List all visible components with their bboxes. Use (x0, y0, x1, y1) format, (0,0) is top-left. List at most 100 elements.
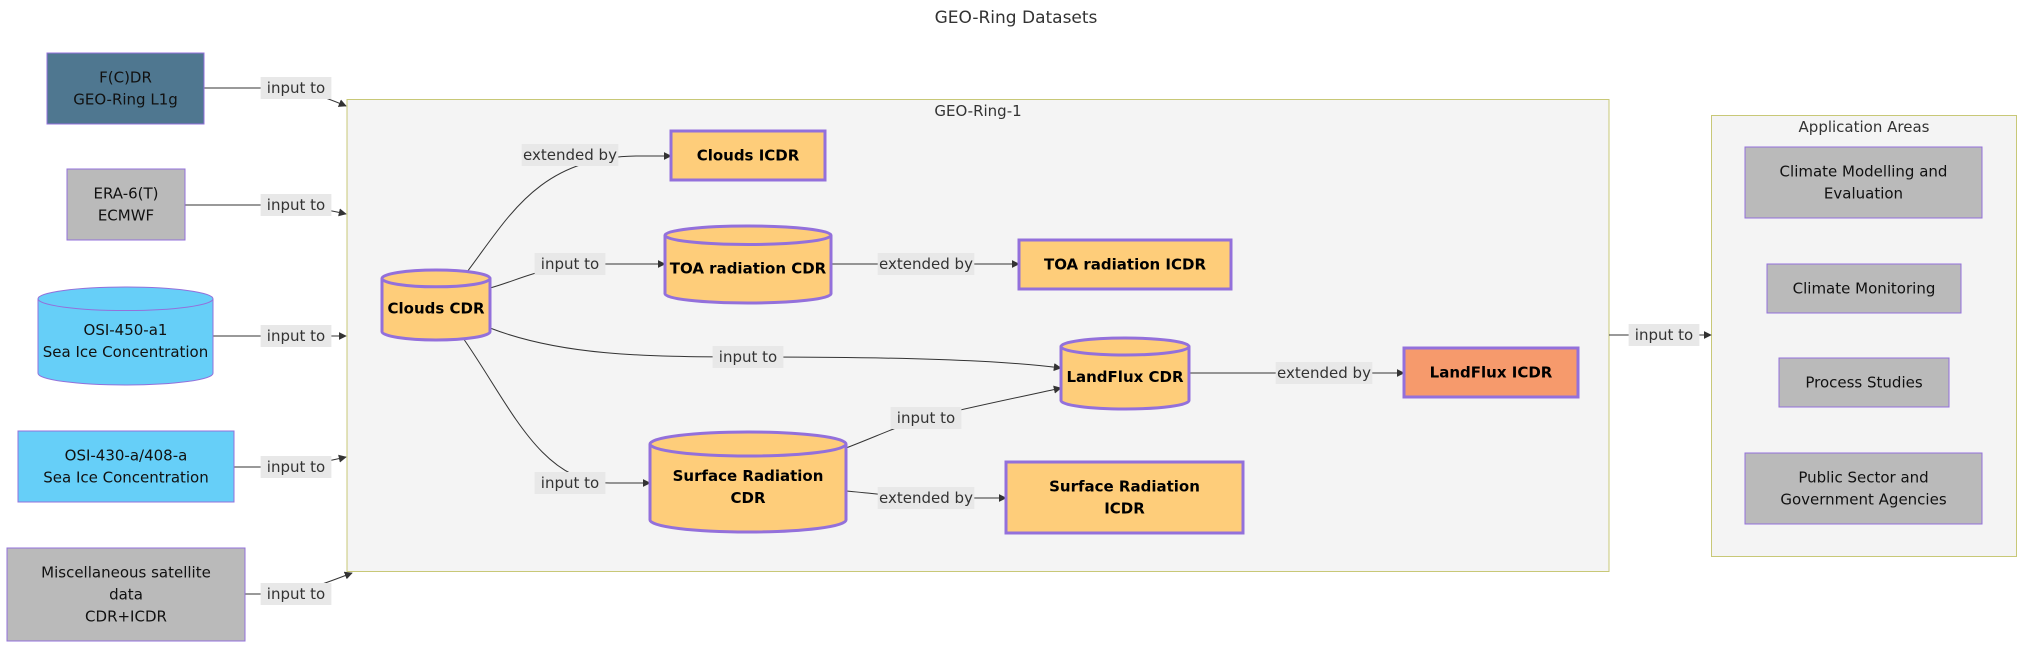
node-label: CDR+ICDR (85, 608, 167, 626)
node-label: LandFlux CDR (1066, 368, 1184, 386)
node-label: TOA radiation ICDR (1044, 256, 1206, 274)
box-shape (46, 52, 205, 125)
edge-label-background (260, 456, 332, 478)
node-label: ECMWF (98, 207, 154, 225)
edge-label-background (260, 77, 332, 99)
edge-label-text: input to (541, 255, 599, 273)
edge-labels-layer: input to input to input to input to input to… (260, 77, 1700, 605)
box-shape (6, 547, 246, 642)
cluster-geo-ring-1-box (346, 99, 1610, 572)
box-shape (669, 129, 827, 182)
edge-label-fcdr: input to (260, 77, 332, 99)
edge-label-background (534, 472, 606, 494)
node-label: Surface Radiation (1049, 478, 1200, 496)
box-shape (17, 430, 235, 503)
node-label: Evaluation (1824, 185, 1903, 203)
box-shape (1744, 452, 1983, 525)
box-shape (1778, 357, 1950, 408)
box-shape (1744, 146, 1983, 219)
box-shape (1766, 263, 1962, 314)
node-label: OSI-430-a/408-a (65, 447, 188, 465)
node-label: Miscellaneous satellite (41, 564, 211, 582)
edge-label-text: input to (267, 327, 325, 345)
edge-label-clouds-cdr-to-landflux-cdr: input to (712, 346, 784, 368)
edge-label-misc: input to (260, 583, 332, 605)
node-landflux-icdr[interactable]: LandFlux ICDR (1402, 346, 1580, 399)
edge-label-text: extended by (1277, 364, 1371, 382)
node-toa-cdr[interactable]: TOA radiation CDR (663, 224, 833, 305)
node-label: Process Studies (1805, 374, 1922, 392)
node-label: data (109, 586, 143, 604)
edge-label-background (534, 253, 606, 275)
edge-label-background (1275, 362, 1373, 384)
edge-label-text: input to (267, 196, 325, 214)
node-label: Sea Ice Concentration (43, 469, 209, 487)
node-label: Public Sector and (1798, 469, 1928, 487)
box-shape (1402, 346, 1580, 399)
node-landflux-cdr[interactable]: LandFlux CDR (1059, 336, 1191, 411)
box-shape (1017, 238, 1233, 291)
node-label: Government Agencies (1780, 491, 1946, 509)
edge-label-background (877, 253, 975, 275)
cylinder-shape (663, 224, 833, 305)
edge-label-text: extended by (523, 146, 617, 164)
node-toa-icdr[interactable]: TOA radiation ICDR (1017, 238, 1233, 291)
edge-label-geo-ring-to-application-areas: input to (1628, 324, 1700, 346)
edge-label-background (1628, 324, 1700, 346)
cylinder-shape (37, 286, 214, 386)
edge-label-surf-cdr-to-surf-icdr: extended by (877, 487, 975, 509)
edge-label-background (260, 194, 332, 216)
node-label: ERA-6(T) (93, 185, 158, 203)
edge-label-background (890, 407, 962, 429)
node-era[interactable]: ERA-6(T) ECMWF (66, 168, 186, 241)
node-label: Surface Radiation (673, 467, 824, 485)
cluster-application-areas-label: Application Areas (1799, 118, 1930, 136)
edge-label-background (260, 583, 332, 605)
node-label: Climate Modelling and (1780, 163, 1948, 181)
edge-label-era: input to (260, 194, 332, 216)
node-label: Clouds ICDR (697, 147, 800, 165)
node-label: LandFlux ICDR (1430, 364, 1553, 382)
node-label: TOA radiation CDR (670, 259, 827, 277)
node-label: GEO-Ring L1g (73, 91, 178, 109)
edge-label-toa-cdr-to-toa-icdr: extended by (877, 253, 975, 275)
node-clouds-cdr[interactable]: Clouds CDR (380, 268, 492, 342)
box-shape (1004, 460, 1245, 535)
edge-label-landflux-cdr-to-landflux-icdr: extended by (1275, 362, 1373, 384)
edge-label-text: input to (719, 348, 777, 366)
node-app2[interactable]: Process Studies (1778, 357, 1950, 408)
edge-label-osi450: input to (260, 325, 332, 347)
edge-label-text: input to (267, 458, 325, 476)
edge-label-background (877, 487, 975, 509)
cluster-geo-ring-1: GEO-Ring-1 (346, 99, 1610, 572)
cylinder-shape (1059, 336, 1191, 411)
edge-label-background (521, 144, 619, 166)
node-label: ICDR (1104, 500, 1145, 518)
node-label: Clouds CDR (387, 300, 484, 318)
edge-label-text: input to (541, 474, 599, 492)
cylinder-shape (380, 268, 492, 342)
node-clouds-icdr[interactable]: Clouds ICDR (669, 129, 827, 182)
edge-label-clouds-cdr-to-surf-cdr: input to (534, 472, 606, 494)
edge-label-background (260, 325, 332, 347)
node-label: Sea Ice Concentration (43, 343, 209, 361)
edge-label-text: input to (1635, 326, 1693, 344)
box-shape (66, 168, 186, 241)
cluster-geo-ring-1-label: GEO-Ring-1 (934, 102, 1021, 120)
edge-clouds-cdr-to-clouds-icdr (466, 152, 672, 273)
edge-label-text: input to (267, 79, 325, 97)
edge-label-clouds-cdr-to-clouds-icdr: extended by (521, 144, 619, 166)
edge-label-background (712, 346, 784, 368)
node-app1[interactable]: Climate Monitoring (1766, 263, 1962, 314)
edge-label-surf-cdr-to-landflux-cdr: input to (890, 407, 962, 429)
